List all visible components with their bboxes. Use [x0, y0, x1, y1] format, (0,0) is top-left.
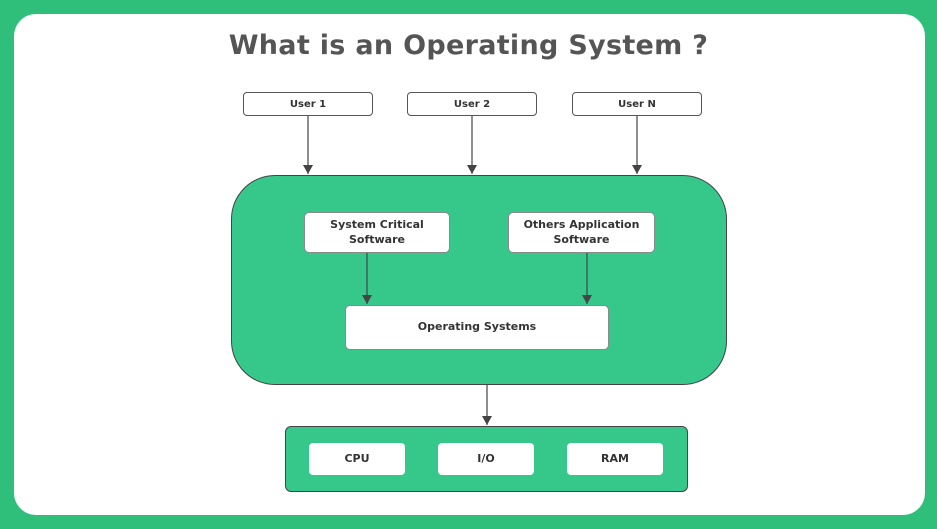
others-application-software-box: Others Application Software — [508, 212, 655, 253]
system-critical-software-box: System Critical Software — [304, 212, 450, 253]
user-1-box: User 1 — [243, 92, 373, 116]
cpu-box: CPU — [309, 443, 405, 475]
page-title: What is an Operating System ? — [228, 30, 709, 61]
operating-systems-box: Operating Systems — [345, 305, 609, 350]
operating-system-layer — [231, 175, 727, 385]
io-box: I/O — [438, 443, 534, 475]
user-n-box: User N — [572, 92, 702, 116]
user-2-box: User 2 — [407, 92, 537, 116]
ram-box: RAM — [567, 443, 663, 475]
